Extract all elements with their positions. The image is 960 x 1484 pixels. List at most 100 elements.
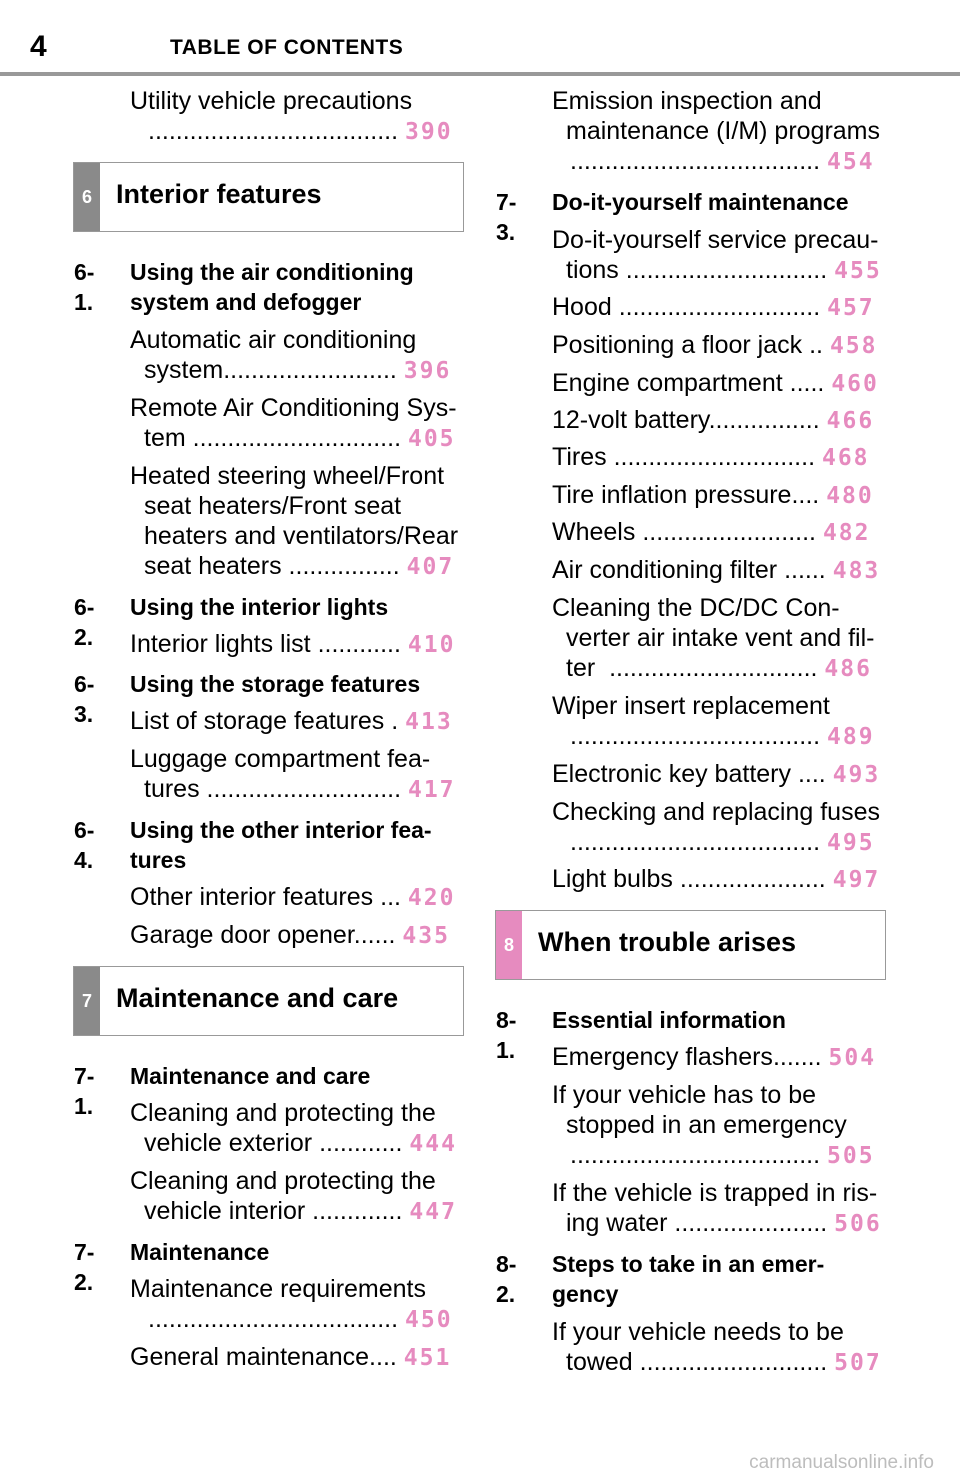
page-ref[interactable]: 405 <box>407 426 456 452</box>
entry-dots: ...... <box>353 921 396 949</box>
page-ref[interactable]: 480 <box>826 483 874 509</box>
page-ref[interactable]: 455 <box>834 258 882 284</box>
toc-entry-battery[interactable]: 12-volt battery................ 466 <box>552 405 887 436</box>
page-ref[interactable]: 407 <box>406 554 455 580</box>
page-ref[interactable]: 410 <box>407 632 456 658</box>
section-box-title: Interior features <box>116 179 322 209</box>
entry-text: Electronic key battery <box>552 760 791 788</box>
header-divider <box>0 72 960 76</box>
subsection-num: 7-3. <box>496 189 517 245</box>
page-ref[interactable]: 493 <box>832 762 881 788</box>
entry-text: Heated steering wheel/Front <box>130 462 445 490</box>
toc-entry-wiper[interactable]: Wiper insert replacement ...............… <box>552 691 887 752</box>
page-ref[interactable]: 454 <box>827 149 875 175</box>
page-ref[interactable]: 486 <box>824 656 872 682</box>
page-ref[interactable]: 504 <box>828 1045 877 1071</box>
page-ref[interactable]: 457 <box>827 295 875 321</box>
page-ref[interactable]: 444 <box>409 1131 457 1157</box>
entry-dots: ......................... <box>223 356 397 384</box>
toc-entry-hood[interactable]: Hood ............................. 457 <box>552 292 887 323</box>
subsection-title: Maintenance and care <box>130 1063 371 1089</box>
toc-entry-garage[interactable]: Garage door opener...... 435 <box>130 920 462 951</box>
page-ref[interactable]: 482 <box>822 520 871 546</box>
subsection-title: system and defogger <box>130 289 362 315</box>
page-ref[interactable]: 507 <box>834 1350 882 1376</box>
entry-text: List of storage features <box>130 707 385 735</box>
toc-entry-storage[interactable]: List of storage features . 413 <box>130 706 462 737</box>
toc-entry-remote-ac[interactable]: Remote Air Conditioning Sys- tem .......… <box>130 393 462 454</box>
entry-dots: .... <box>791 481 820 509</box>
page-ref[interactable]: 505 <box>827 1143 875 1169</box>
subsection-title: Essential information <box>552 1007 786 1033</box>
subsection-title: Using the storage features <box>130 671 421 697</box>
toc-entry-trapped[interactable]: If the vehicle is trapped in ris- ing wa… <box>552 1178 887 1239</box>
page-ref[interactable]: 460 <box>831 371 879 397</box>
toc-entry-auto-ac[interactable]: Automatic air conditioning system.......… <box>130 325 462 386</box>
page-number: 4 <box>30 30 47 63</box>
page-ref[interactable]: 396 <box>403 358 452 384</box>
entry-dots: ..... <box>789 369 825 397</box>
entry-text: Emergency flashers <box>552 1043 773 1071</box>
toc-entry-dcdc[interactable]: Cleaning the DC/DC Con- verter air intak… <box>552 593 887 684</box>
page-ref[interactable]: 489 <box>827 724 875 750</box>
subsection-num: 6-1. <box>74 259 95 315</box>
toc-entry-luggage[interactable]: Luggage compartment fea- tures .........… <box>130 744 462 805</box>
toc-entry-stopped[interactable]: If your vehicle has to be stopped in an … <box>552 1080 887 1171</box>
toc-entry-utility[interactable]: Utility vehicle precautions ............… <box>130 86 462 147</box>
toc-entry-interior-lights[interactable]: Interior lights list ............ 410 <box>130 629 462 660</box>
section-box-7: 7 Maintenance and care <box>73 966 464 1036</box>
entry-text: Other interior features <box>130 883 374 911</box>
toc-entry-other-interior[interactable]: Other interior features ... 420 <box>130 882 462 913</box>
entry-dots: ........................... <box>639 1348 828 1376</box>
entry-text: Wheels <box>552 518 636 546</box>
page-ref[interactable]: 451 <box>403 1345 452 1371</box>
page-title: TABLE OF CONTENTS <box>170 36 404 59</box>
toc-entry-tire-inflation[interactable]: Tire inflation pressure.... 480 <box>552 480 887 511</box>
page-ref[interactable]: 413 <box>405 709 453 735</box>
entry-dots: .................................... <box>148 117 399 145</box>
page-ref[interactable]: 450 <box>405 1307 453 1333</box>
entry-text: Luggage compartment fea- <box>130 745 431 773</box>
toc-entry-general-maint[interactable]: General maintenance.... 451 <box>130 1342 462 1373</box>
toc-entry-fuses[interactable]: Checking and replacing fuses ...........… <box>552 797 887 858</box>
page-ref[interactable]: 466 <box>826 408 875 434</box>
entry-text: Maintenance requirements <box>130 1275 426 1303</box>
toc-entry-heated-seats[interactable]: Heated steering wheel/Front seat heaters… <box>130 461 462 582</box>
page-ref[interactable]: 458 <box>829 333 878 359</box>
entry-text: If your vehicle has to be <box>552 1081 817 1109</box>
toc-entry-tires[interactable]: Tires ............................. 468 <box>552 442 887 473</box>
page-ref[interactable]: 483 <box>832 558 881 584</box>
section-tab: 6 <box>74 163 100 231</box>
page-ref[interactable]: 468 <box>821 445 870 471</box>
toc-entry-diy[interactable]: Do-it-yourself service precau- tions ...… <box>552 225 887 286</box>
toc-entry-engine[interactable]: Engine compartment ..... 460 <box>552 368 887 399</box>
page-ref[interactable]: 495 <box>827 830 875 856</box>
toc-entry-flashers[interactable]: Emergency flashers....... 504 <box>552 1042 887 1073</box>
page-ref[interactable]: 506 <box>834 1211 882 1237</box>
page-ref[interactable]: 417 <box>407 777 456 803</box>
page-ref[interactable]: 447 <box>409 1199 457 1225</box>
page-ref[interactable]: 435 <box>402 923 450 949</box>
page-ref[interactable]: 390 <box>405 119 453 145</box>
entry-dots: .............................. <box>609 654 818 682</box>
toc-entry-bulbs[interactable]: Light bulbs ..................... 497 <box>552 864 887 895</box>
page-ref[interactable]: 497 <box>832 867 881 893</box>
entry-dots: .................................... <box>570 1141 821 1169</box>
toc-entry-ac-filter[interactable]: Air conditioning filter ...... 483 <box>552 555 887 586</box>
entry-text: maintenance (I/M) programs <box>566 117 881 145</box>
page-ref[interactable]: 420 <box>407 885 456 911</box>
section-box-8: 8 When trouble arises <box>495 910 886 980</box>
toc-entry-clean-interior[interactable]: Cleaning and protecting the vehicle inte… <box>130 1166 462 1227</box>
toc-entry-floor-jack[interactable]: Positioning a floor jack .. 458 <box>552 330 887 361</box>
toc-entry-key-battery[interactable]: Electronic key battery .... 493 <box>552 759 887 790</box>
subsection-num: 7-2. <box>74 1239 95 1295</box>
subsection-num: 7-1. <box>74 1063 95 1119</box>
toc-entry-wheels[interactable]: Wheels ......................... 482 <box>552 517 887 548</box>
entry-dots: ...................... <box>674 1209 828 1237</box>
toc-entry-maint-req[interactable]: Maintenance requirements ...............… <box>130 1274 462 1335</box>
toc-entry-towed[interactable]: If your vehicle needs to be towed ......… <box>552 1317 887 1378</box>
subsection-title: Do-it-yourself maintenance <box>552 189 849 215</box>
toc-entry-emission[interactable]: Emission inspection and maintenance (I/M… <box>552 86 887 177</box>
toc-entry-clean-exterior[interactable]: Cleaning and protecting the vehicle exte… <box>130 1098 462 1159</box>
subsection-title: gency <box>552 1281 619 1307</box>
